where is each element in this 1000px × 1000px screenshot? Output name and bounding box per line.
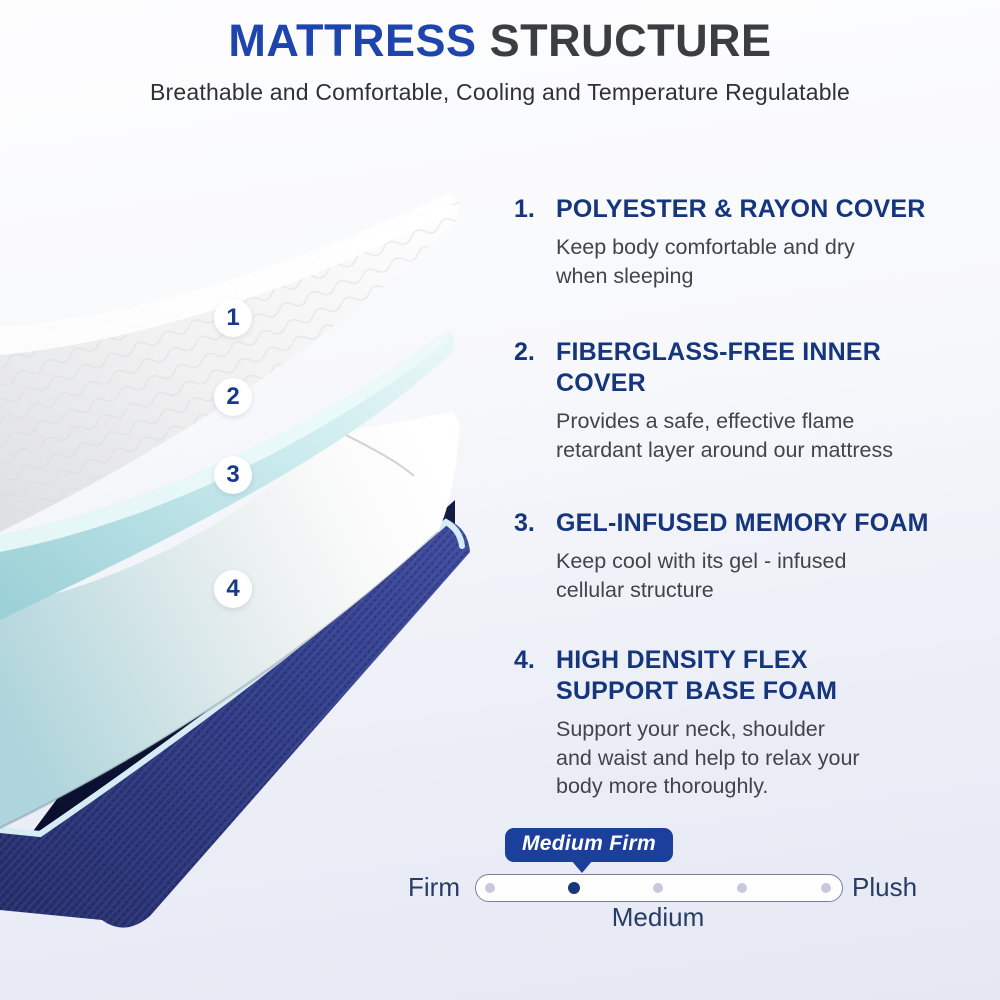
feature-description: Keep cool with its gel - infused cellula… (556, 547, 929, 604)
firmness-scale-track (475, 874, 843, 902)
firmness-dot-2-active (567, 882, 580, 894)
feature-heading-line: COVER (556, 369, 646, 397)
firmness-label-medium: Medium (611, 902, 705, 932)
feature-number: 3. (514, 509, 535, 537)
feature-heading: GEL-INFUSED MEMORY FOAM (556, 508, 929, 539)
layer-callout-1: 1 (214, 299, 252, 337)
memory-foam-layer-shape (0, 412, 460, 828)
feature-body-line: Keep cool with its gel - infused (556, 549, 847, 573)
feature-heading-line: HIGH DENSITY FLEX (556, 646, 808, 674)
page-title-primary: MATTRESS (228, 15, 477, 66)
feature-body-line: cellular structure (556, 577, 714, 602)
feature-heading: HIGH DENSITY FLEX SUPPORT BASE FOAM (556, 645, 860, 707)
feature-item-2: 2. FIBERGLASS-FREE INNER COVER Provides … (514, 337, 979, 464)
firmness-label-plush: Plush (852, 872, 918, 902)
feature-number: 4. (514, 646, 535, 674)
inner-cover-top-highlight (0, 330, 450, 552)
firmness-dot-5 (820, 883, 831, 893)
feature-body-line: body more thoroughly. (556, 774, 769, 798)
feature-heading: FIBERGLASS-FREE INNER COVER (556, 337, 893, 399)
page-title: MATTRESS STRUCTURE (0, 16, 1000, 66)
feature-heading-line: POLYESTER & RAYON COVER (556, 195, 926, 223)
layer-callout-4: 4 (214, 570, 252, 608)
feature-body-line: retardant layer around our mattress (556, 437, 893, 462)
header: MATTRESS STRUCTURE Breathable and Comfor… (0, 16, 1000, 106)
firmness-badge: Medium Firm (505, 828, 673, 862)
top-cover-quilt-texture (0, 193, 459, 532)
feature-body-line: Keep body comfortable and dry (556, 235, 855, 259)
layer-callout-2: 2 (214, 378, 252, 416)
firmness-label-firm: Firm (408, 872, 460, 902)
feature-number: 2. (514, 338, 535, 366)
foam-bottom-shadow (0, 531, 439, 830)
feature-body-line: and waist and help to relax your (556, 745, 860, 770)
feature-heading-line: SUPPORT BASE FOAM (556, 677, 838, 705)
feature-number: 1. (514, 195, 535, 223)
feature-heading: POLYESTER & RAYON COVER (556, 194, 926, 225)
feature-body-line: when sleeping (556, 263, 694, 288)
feature-description: Support your neck, shoulder and waist an… (556, 715, 860, 801)
top-cover-sheen (0, 193, 453, 355)
firmness-dot-3 (652, 883, 663, 893)
feature-item-4: 4. HIGH DENSITY FLEX SUPPORT BASE FOAM S… (514, 645, 979, 801)
page-title-secondary: STRUCTURE (476, 15, 772, 66)
firmness-badge-pointer (571, 860, 593, 873)
firmness-dot-1 (484, 883, 495, 893)
feature-item-3: 3. GEL-INFUSED MEMORY FOAM Keep cool wit… (514, 508, 979, 604)
feature-item-1: 1. POLYESTER & RAYON COVER Keep body com… (514, 194, 979, 290)
feature-body-line: Provides a safe, effective flame (556, 409, 855, 433)
firmness-dot-4 (736, 883, 747, 893)
page-subtitle: Breathable and Comfortable, Cooling and … (149, 79, 851, 105)
base-fabric-texture (0, 520, 470, 928)
feature-heading-line: FIBERGLASS-FREE INNER (556, 338, 882, 366)
feature-description: Keep body comfortable and dry when sleep… (556, 233, 926, 290)
feature-body-line: Support your neck, shoulder (556, 717, 825, 741)
feature-heading-line: GEL-INFUSED MEMORY FOAM (556, 509, 929, 537)
mattress-layers-illustration (0, 193, 470, 928)
foam-crease (339, 431, 415, 477)
feature-description: Provides a safe, effective flame retarda… (556, 407, 893, 464)
layer-callout-3: 3 (214, 456, 252, 494)
